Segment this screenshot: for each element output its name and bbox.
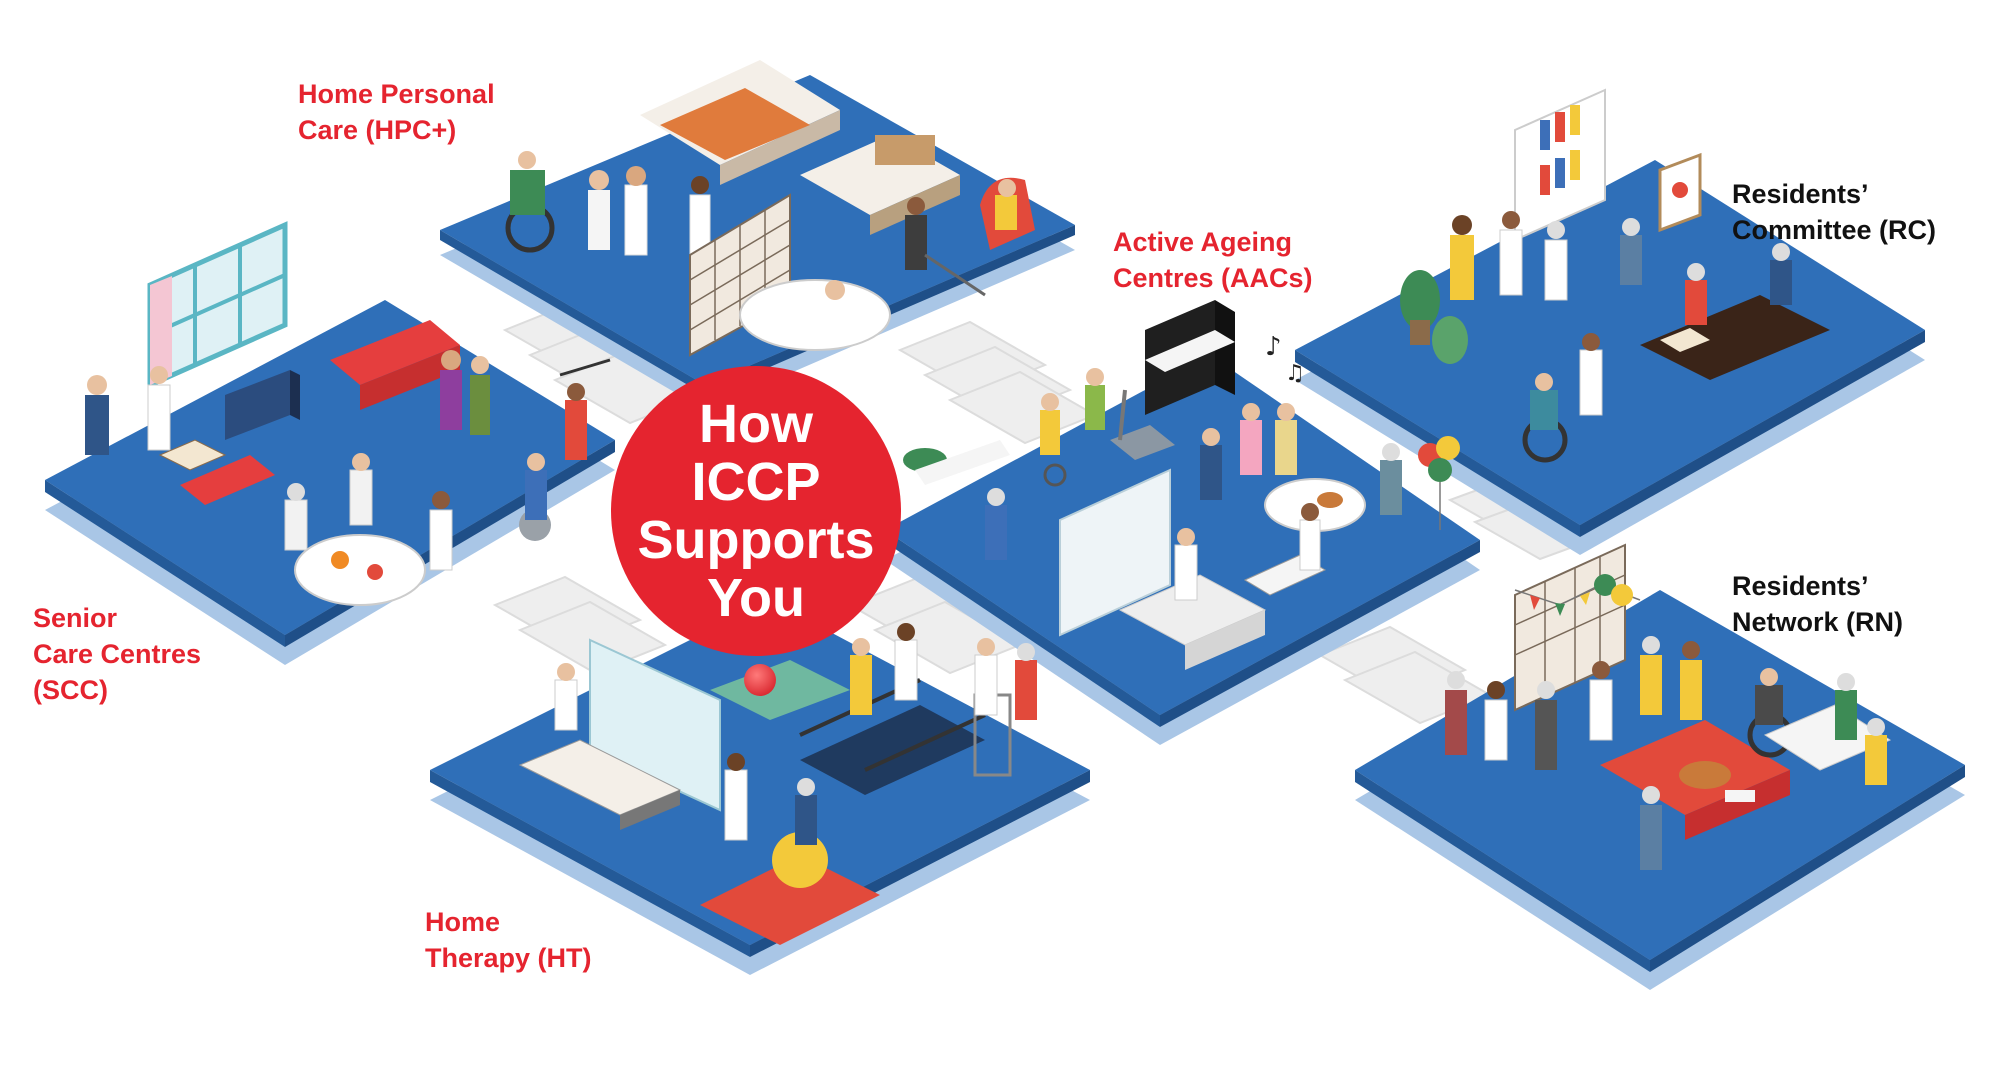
parallel-bars-icon [799, 623, 986, 795]
label-rc-line-1: Residents’ [1732, 179, 1869, 209]
massage-bed-icon [1118, 528, 1267, 670]
table-icon [1763, 673, 1892, 785]
person-icon [905, 197, 986, 297]
plant-icon [1400, 270, 1468, 364]
bed-icon [640, 60, 840, 185]
trolley-icon [1243, 503, 1327, 596]
scene-ht [518, 623, 1037, 945]
wheelchair-icon [1522, 333, 1603, 463]
easel-icon [1658, 152, 1702, 233]
scene-scc [85, 221, 611, 606]
label-ht-line-1: Home [425, 907, 501, 937]
tv-icon [225, 370, 300, 440]
person-icon [85, 350, 490, 455]
label-scc: Senior Care Centres (SCC) [33, 600, 201, 708]
dining-table-icon [284, 453, 453, 606]
platform-rc [1295, 160, 1925, 555]
steps-scc [492, 575, 668, 675]
person-icon [588, 166, 711, 261]
label-aac-line-1: Active Ageing [1113, 227, 1293, 257]
bookshelf-icon [1514, 88, 1606, 242]
label-ht: Home Therapy (HT) [425, 904, 592, 976]
label-rn: Residents’ Network (RN) [1732, 568, 1903, 640]
label-scc-line-2: Care Centres [33, 639, 202, 669]
scene-rc [1400, 88, 1830, 463]
person-icon [1445, 636, 1702, 870]
folding-screen-icon [1059, 468, 1171, 637]
steps-aac [897, 320, 1098, 445]
cake-icon [1679, 761, 1731, 789]
armchair-icon [980, 177, 1035, 250]
sofa-icon [180, 320, 460, 505]
walker-icon [973, 638, 1037, 777]
balloons-icon [1418, 436, 1460, 530]
partition-icon [589, 638, 721, 812]
label-hpc-line-1: Home Personal [298, 79, 495, 109]
exercise-ball-icon [700, 753, 880, 945]
wheelchair-icon [505, 151, 555, 253]
svg-text:♫: ♫ [1285, 361, 1305, 386]
scene-hpc [505, 60, 1035, 357]
label-aac: Active Ageing Centres (AACs) [1113, 224, 1313, 296]
balloons-icon [1594, 574, 1633, 606]
svg-text:♪: ♪ [1265, 332, 1282, 362]
center-circle [611, 366, 901, 656]
person-icon [1450, 211, 1642, 301]
plant-icon [903, 440, 1010, 485]
scene-aac: ♪ ♫ [903, 300, 1460, 670]
bathtub-icon [739, 279, 891, 351]
chessboard-icon [158, 439, 227, 471]
label-rc: Residents’ Committee (RC) [1732, 176, 1936, 248]
therapy-bed-icon [518, 663, 682, 830]
label-aac-line-2: Centres (AACs) [1113, 263, 1313, 293]
label-hpc-line-2: Care (HPC+) [298, 115, 457, 145]
treadmill-icon [1085, 368, 1175, 460]
mat-icon [710, 660, 850, 720]
label-scc-line-1: Senior [33, 603, 118, 633]
label-ht-line-2: Therapy (HT) [425, 943, 592, 973]
piano-icon: ♪ ♫ [1145, 300, 1305, 415]
label-scc-line-3: (SCC) [33, 675, 108, 705]
scene-rn [1445, 543, 1892, 870]
label-rn-line-1: Residents’ [1732, 571, 1869, 601]
meeting-table-icon [1640, 243, 1830, 380]
label-rn-line-2: Network (RN) [1732, 607, 1904, 637]
window-icon [147, 221, 288, 389]
exercise-bike-icon [1040, 393, 1067, 487]
label-hpc: Home Personal Care (HPC+) [298, 76, 495, 148]
label-rc-line-2: Committee (RC) [1732, 215, 1937, 245]
person-icon [985, 403, 1402, 560]
exercise-ball-icon [519, 358, 611, 541]
wheelchair-icon [1747, 668, 1793, 758]
